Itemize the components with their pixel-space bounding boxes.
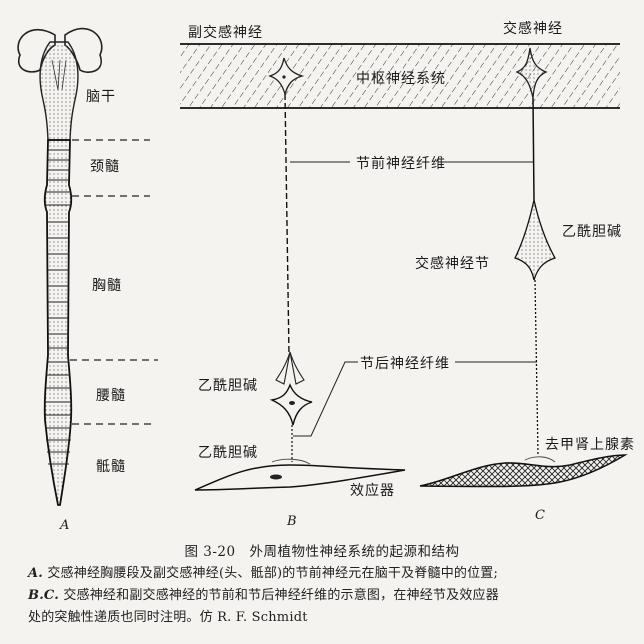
effector-label: 效应器 [350,483,395,499]
sympathetic-effector-transmitter: 去甲肾上腺素 [545,437,635,453]
region-label-cervical: 颈髓 [90,159,120,175]
brain-spinal-cord-diagram [17,27,158,506]
caption-line-3: 处的突触性递质也同时注明。仿 R. F. Schmidt [28,610,308,625]
caption-line-2-text: 交感神经和副交感神经的节前和节后神经纤维的示意图，在神经节及效应器 [63,588,499,603]
parasympathetic-ganglion-transmitter: 乙酰胆碱 [198,378,258,394]
region-label-lumbar: 腰髓 [96,388,126,404]
cns-band [180,43,620,109]
panel-letter-a: A [60,518,70,533]
region-label-brainstem: 脑干 [86,89,116,105]
postganglionic-fiber-label: 节后神经纤维 [360,356,450,372]
figure-caption-title: 图 3-20 外周植物性神经系统的起源和结构 [184,544,460,560]
sympathetic-pathway [419,47,628,488]
region-label-thoracic: 胸髓 [92,278,122,294]
caption-line-1-prefix: A. [28,566,44,581]
caption-line-2-prefix: B.C. [28,588,59,603]
panel-letter-c: C [535,508,545,523]
parasympathetic-effector-transmitter: 乙酰胆碱 [198,445,258,461]
panel-letter-b: B [287,514,297,529]
caption-line-1-text: 交感神经胸腰段及副交感神经(头、骶部)的节前神经元在脑干及脊髓中的位置; [47,566,499,581]
sympathetic-title: 交感神经 [503,21,563,37]
parasympathetic-pathway [194,57,406,491]
cns-label: 中枢神经系统 [356,71,446,87]
caption-line-1: A. 交感神经胸腰段及副交感神经(头、骶部)的节前神经元在脑干及脊髓中的位置; [28,562,644,581]
caption-line-2: B.C. 交感神经和副交感神经的节前和节后神经纤维的示意图，在神经节及效应器 [28,584,644,603]
parasympathetic-title: 副交感神经 [188,25,263,41]
sympathetic-ganglion-label: 交感神经节 [415,256,490,272]
sympathetic-ganglion-transmitter: 乙酰胆碱 [562,224,622,240]
preganglionic-fiber-label: 节前神经纤维 [356,156,446,172]
region-label-sacral: 骶髓 [96,459,126,475]
